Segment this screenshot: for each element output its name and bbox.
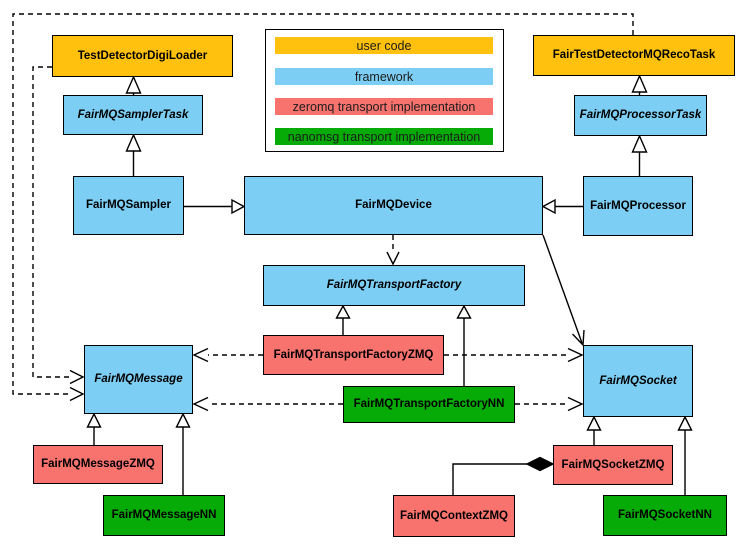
legend-box: user code framework zeromq transport imp… [265, 29, 504, 152]
edge-processor-device-generalization [541, 198, 583, 215]
edge-device-factory-dependency [386, 235, 400, 266]
edge-factorynn-factory-generalization [456, 304, 472, 386]
node-fairmqsocket: FairMQSocket [583, 345, 693, 417]
legend-item-framework: framework [275, 68, 493, 85]
node-fairmqprocessortask: FairMQProcessorTask [574, 95, 707, 136]
node-fairmqmessagezmq: FairMQMessageZMQ [33, 445, 163, 484]
edge-sampler-samplertask-generalization [125, 133, 142, 176]
node-fairmqdevice: FairMQDevice [244, 176, 543, 235]
edge-factorynn-socket-dependency [515, 396, 584, 412]
node-fairmqprocessor: FairMQProcessor [583, 176, 693, 236]
node-fairmqsamplertask: FairMQSamplerTask [63, 95, 203, 135]
edge-sampler-device-generalization [184, 198, 246, 215]
edge-socketzmq-contextzmq-composition [452, 456, 555, 495]
legend-item-user-code: user code [275, 37, 493, 54]
node-fairmqsocketnn: FairMQSocketNN [603, 495, 727, 536]
edge-socketnn-socket-generalization [677, 415, 693, 495]
legend-item-nanomsg: nanomsg transport implementation [275, 128, 493, 145]
node-fairmqmessage: FairMQMessage [84, 345, 193, 414]
edge-messagezmq-message-generalization [86, 412, 102, 445]
edge-processortask-recotask-generalization [631, 74, 648, 95]
node-fairtestdetectormqrecotask: FairTestDetectorMQRecoTask [533, 35, 735, 76]
edge-factoryzmq-socket-dependency [444, 347, 584, 363]
edge-recotask-message-dependency [12, 13, 634, 402]
node-fairmqsampler: FairMQSampler [73, 176, 184, 235]
node-fairmqtransportfactorynn: FairMQTransportFactoryNN [343, 386, 515, 423]
edge-samplertask-digiloader-generalization [125, 75, 142, 95]
edge-device-socket-association [542, 234, 585, 347]
edge-factoryzmq-factory-generalization [335, 304, 351, 335]
edge-socketzmq-socket-generalization [586, 415, 602, 445]
node-fairmqtransportfactory: FairMQTransportFactory [263, 265, 525, 306]
legend-item-zeromq: zeromq transport implementation [275, 98, 493, 115]
edge-messagenn-message-generalization [175, 412, 191, 495]
edge-digiloader-message-dependency [32, 66, 85, 385]
edge-factorynn-message-dependency [192, 396, 343, 412]
node-fairmqtransportfactoryzmq: FairMQTransportFactoryZMQ [263, 335, 444, 375]
node-fairmqmessagenn: FairMQMessageNN [103, 495, 225, 536]
node-fairmqcontextzmq: FairMQContextZMQ [393, 495, 515, 537]
edge-factoryzmq-message-dependency [192, 347, 263, 363]
edge-processor-processortask-generalization [631, 134, 648, 176]
node-fairmqsocketzmq: FairMQSocketZMQ [553, 445, 673, 485]
node-testdetectordigiloader: TestDetectorDigiLoader [52, 35, 233, 77]
